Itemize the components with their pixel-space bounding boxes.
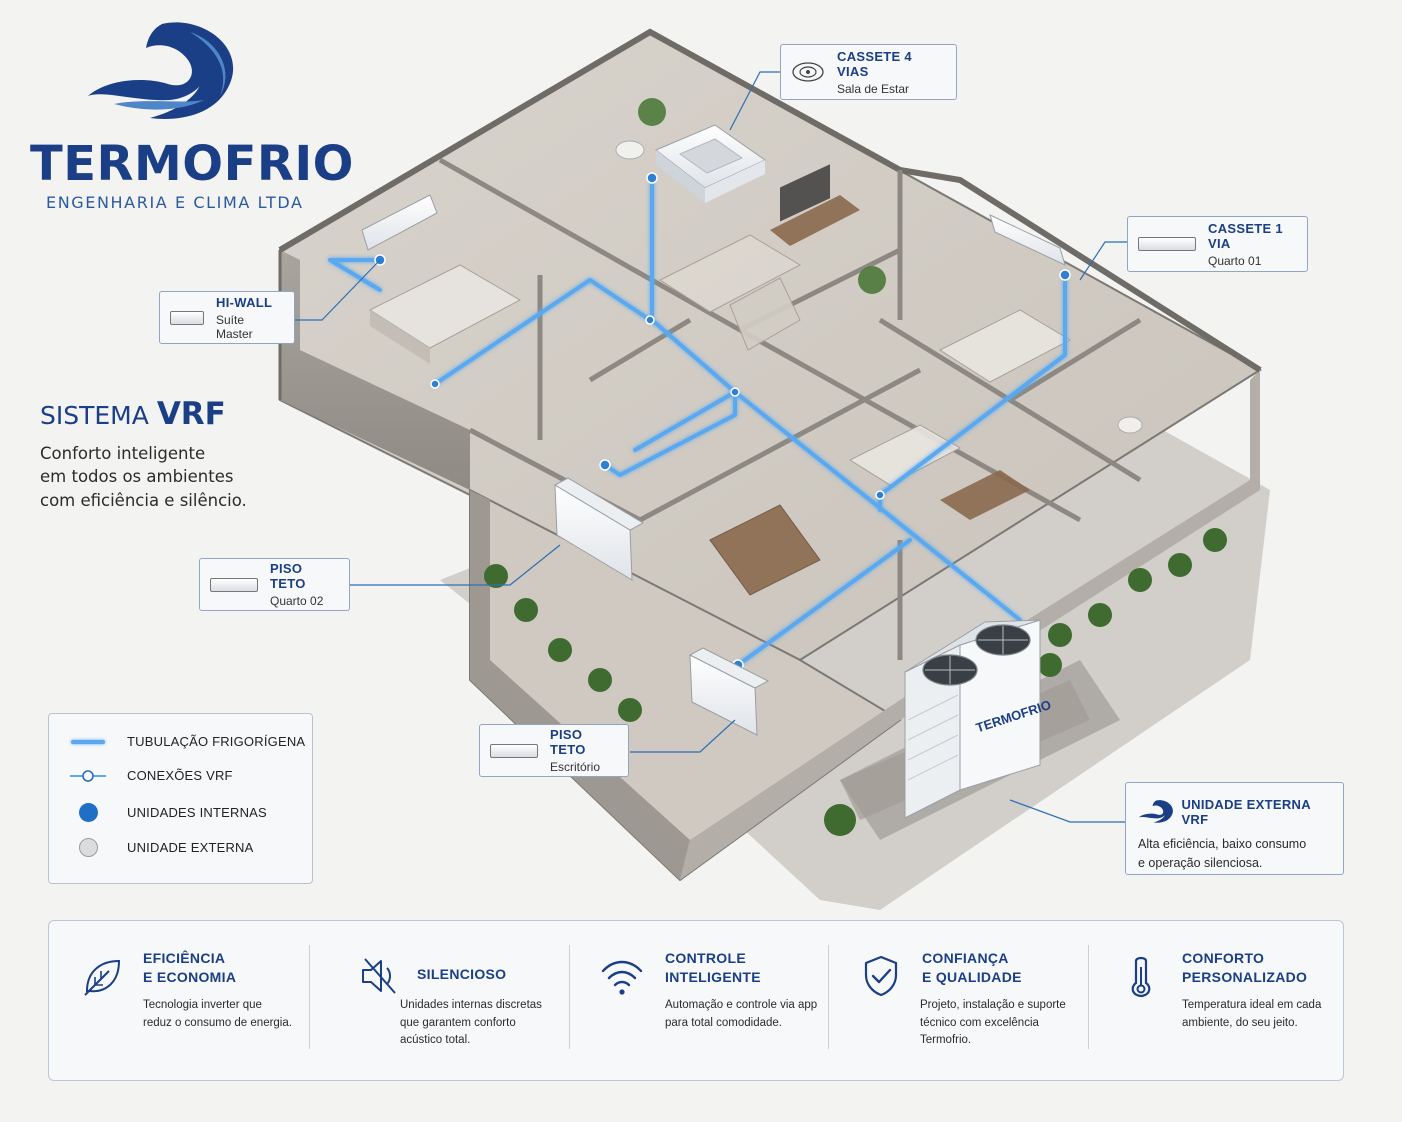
cassette-1-way-icon [1138,237,1196,251]
floor-ceiling-unit-icon [210,577,258,592]
legend-item-connection: CONEXÕES VRF [49,768,233,783]
legend-label-pipe: TUBULAÇÃO FRIGORÍGENA [127,734,306,749]
callout-external-unit-line-1: Alta eficiência, baixo consumo [1138,837,1307,851]
brand-subtitle: ENGENHARIA E CLIMA LTDA [46,193,304,212]
callout-floor-ceiling-office: PISO TETO Escritório [479,724,629,777]
callout-cassette-1-way-room: Quarto 01 [1208,253,1262,268]
feature-trust-quality-title-2: E QUALIDADE [922,969,1022,985]
legend-label-indoor: UNIDADES INTERNAS [127,805,267,820]
feature-personalized-comfort-text-2: ambiente, do seu jeito. [1182,1016,1298,1029]
hi-wall-unit-icon [170,310,204,325]
feature-personalized-comfort-text-1: Temperatura ideal em cada [1182,999,1322,1011]
callout-cassette-4-way: CASSETE 4 VIAS Sala de Estar [780,44,957,100]
feature-personalized-comfort-title-1: CONFORTO [1182,950,1265,966]
wifi-icon [601,960,643,995]
callout-floor-ceiling-bedroom-02-title: PISO TETO [270,561,306,591]
house-isometric-illustration: TERMOFRIO [278,28,1270,910]
feature-efficiency-text-1: Tecnologia inverter que [143,999,262,1011]
system-title-highlight: VRF [156,396,226,432]
legend-label-outdoor: UNIDADE EXTERNA [127,840,254,855]
feature-smart-control-title-2: INTELIGENTE [665,969,761,985]
floor-ceiling-unit-bedroom-02 [553,477,645,581]
feature-silent-text-2: que garantem conforto [400,1016,516,1029]
callout-cassette-1-way-title: CASSETE 1 VIA [1208,220,1283,251]
legend-item-outdoor: UNIDADE EXTERNA [49,838,254,857]
feature-smart-control-text-2: para total comodidade. [665,1016,782,1029]
floor-ceiling-unit-office [688,647,770,736]
feature-smart-control-title-1: CONTROLE [665,950,746,966]
legend-panel: TUBULAÇÃO FRIGORÍGENA CONEXÕES VRF UNIDA… [48,713,313,884]
outdoor-vrf-unit: TERMOFRIO [840,619,1090,820]
brand-wave-logo-icon [88,22,234,120]
thermometer-icon [1131,956,1151,998]
pipe-line-icon [49,739,127,744]
hi-wall-unit-suite [361,194,438,251]
callout-hi-wall-room: Suíte Master [216,312,253,341]
callout-external-unit-line-2: e operação silenciosa. [1138,856,1263,870]
callout-hi-wall-title: HI-WALL [216,294,273,310]
feature-personalized-comfort: CONFORTO PERSONALIZADO Temperatura ideal… [1088,921,1344,1080]
callout-cassette-1-way: CASSETE 1 VIA Quarto 01 [1127,216,1308,272]
indoor-unit-dot-icon [49,803,127,822]
feature-trust-quality-text-1: Projeto, instalação e suporte [920,999,1066,1011]
cassette-4-way-unit [655,124,766,203]
features-bar: EFICIÊNCIA E ECONOMIA Tecnologia inverte… [48,920,1344,1081]
callout-floor-ceiling-bedroom-02-room: Quarto 02 [270,594,324,608]
feature-silent-text-1: Unidades internas discretas [400,999,542,1011]
tagline-line-1: Conforto inteligente [40,444,206,463]
legend-label-connection: CONEXÕES VRF [127,768,233,783]
callout-external-unit: UNIDADE EXTERNA VRF Alta eficiência, bai… [1125,782,1344,875]
cassette-4-way-icon [791,57,825,87]
callout-external-unit-title: UNIDADE EXTERNA VRF [1181,797,1311,827]
feature-silent-text-3: acústico total. [400,1034,471,1046]
floor-ceiling-unit-icon [490,743,538,758]
feature-personalized-comfort-title-2: PERSONALIZADO [1182,969,1308,985]
brand-wave-icon [1138,800,1173,823]
feature-trust-quality-text-2: técnico com excelência [920,1016,1039,1029]
brand-name: TERMOFRIO [30,136,354,192]
callout-floor-ceiling-bedroom-02: PISO TETO Quarto 02 [199,558,350,611]
callout-floor-ceiling-office-title: PISO TETO [550,727,586,757]
callout-cassette-4-way-title: CASSETE 4 VIAS [837,48,912,79]
cassette-1-way-unit [989,214,1066,266]
feature-silent: SILENCIOSO Unidades internas discretas q… [309,921,569,1080]
tagline-line-2: em todos os ambientes [40,467,234,486]
feature-smart-control-text-1: Automação e controle via app [665,999,818,1011]
feature-smart-control: CONTROLE INTELIGENTE Automação e control… [569,921,829,1080]
outdoor-unit-dot-icon [49,838,127,857]
feature-trust-quality: CONFIANÇA E QUALIDADE Projeto, instalaçã… [828,921,1088,1080]
legend-item-pipe: TUBULAÇÃO FRIGORÍGENA [49,734,305,749]
feature-trust-quality-title-1: CONFIANÇA [922,950,1009,966]
system-title: SISTEMA VRF [40,396,226,432]
callout-hi-wall: HI-WALL Suíte Master [159,291,295,344]
system-title-prefix: SISTEMA [40,401,149,430]
shield-check-icon [864,955,898,997]
callout-floor-ceiling-office-room: Escritório [550,760,601,774]
connection-icon [49,769,127,783]
feature-efficiency-text-2: reduz o consumo de energia. [143,1016,292,1029]
speaker-muted-icon [362,958,396,994]
feature-trust-quality-text-3: Termofrio. [920,1034,972,1046]
feature-silent-title: SILENCIOSO [417,966,507,982]
feature-efficiency-title-1: EFICIÊNCIA [143,950,226,966]
leaf-icon [84,959,121,996]
tagline-line-3: com eficiência e silêncio. [40,491,247,510]
callout-cassette-4-way-room: Sala de Estar [837,81,910,96]
feature-efficiency: EFICIÊNCIA E ECONOMIA Tecnologia inverte… [49,921,309,1080]
feature-efficiency-title-2: E ECONOMIA [143,969,237,985]
legend-item-indoor: UNIDADES INTERNAS [49,803,267,822]
